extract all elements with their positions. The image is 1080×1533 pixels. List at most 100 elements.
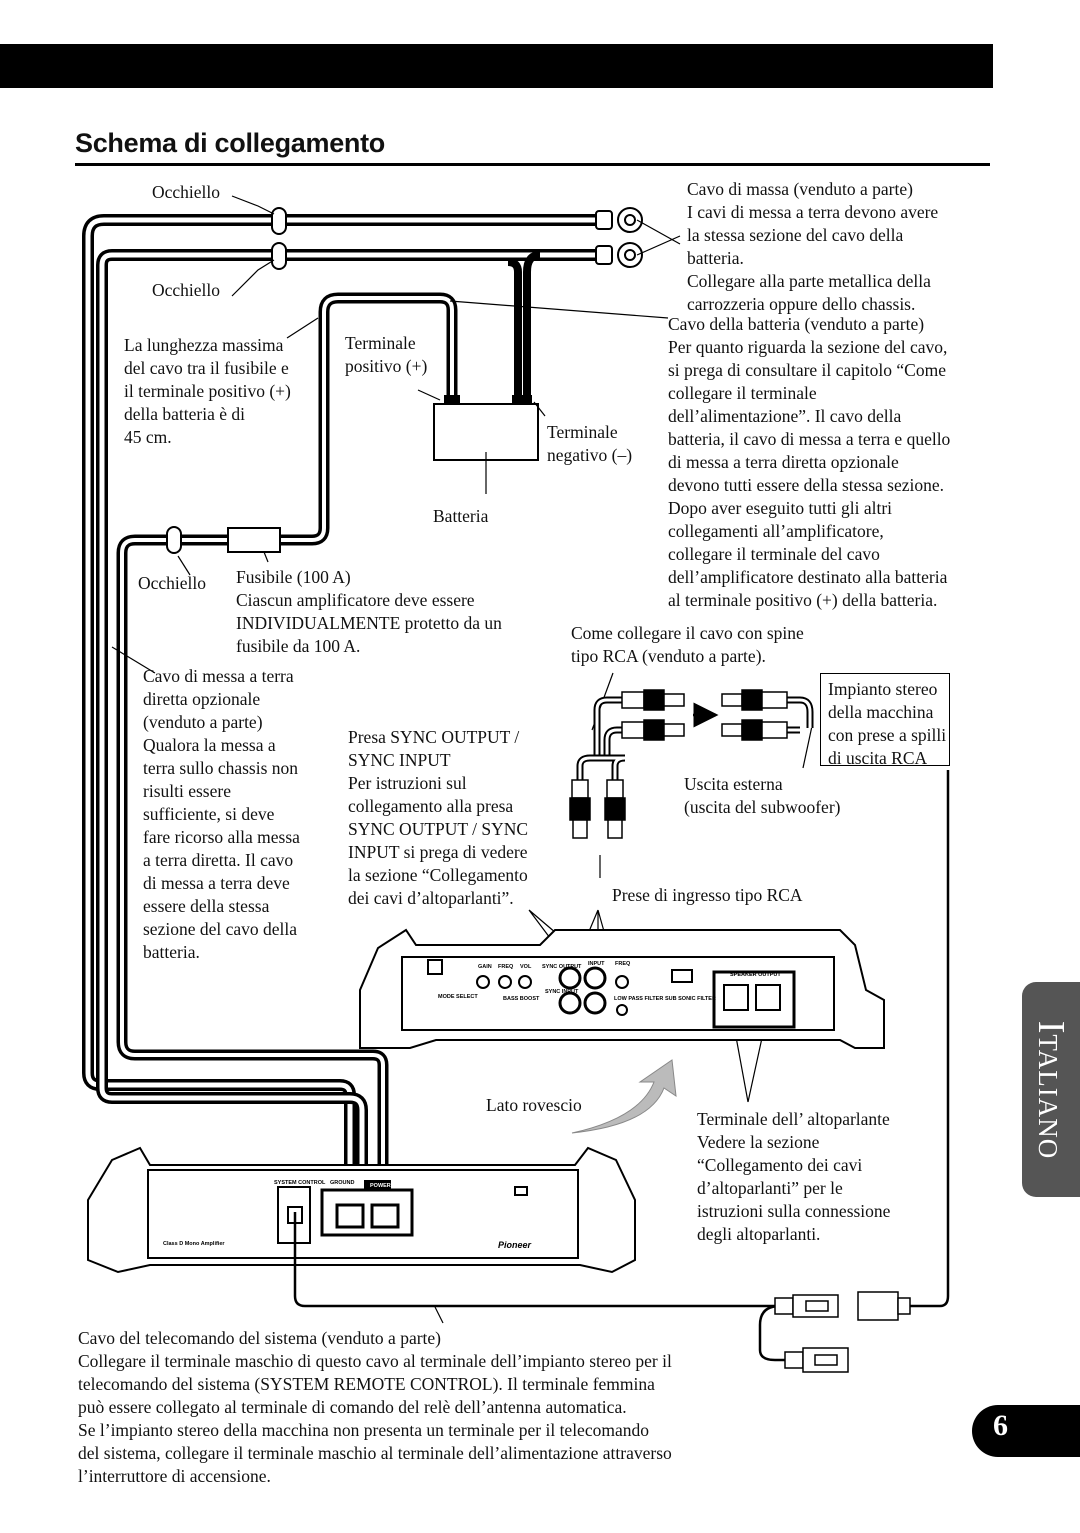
line: con prese a spilli	[828, 725, 947, 745]
line: negativo (–)	[547, 445, 633, 465]
line: il terminale positivo (+)	[124, 381, 291, 401]
page-title: Schema di collegamento	[75, 128, 385, 158]
title-rule	[75, 163, 990, 166]
line: Per istruzioni sul	[348, 773, 467, 793]
line: collegare il terminale del cavo	[668, 544, 880, 564]
line: a terra diretta. Il cavo	[143, 850, 294, 870]
line: Presa SYNC OUTPUT /	[348, 727, 520, 747]
line: INDIVIDUALMENTE protetto da un	[236, 613, 502, 633]
sub-sonic-filter-label: SUB SONIC FILTER	[665, 996, 716, 1002]
fuse	[227, 527, 281, 553]
amplifier-back	[359, 928, 885, 1049]
line: dell’alimentazione”. Il cavo della	[668, 406, 902, 426]
ring-terminal-bottom	[595, 242, 643, 268]
line: diretta opzionale	[143, 689, 261, 709]
line: sufficiente, si deve	[143, 804, 275, 824]
language-tab	[1022, 982, 1080, 1197]
label-cavo-batteria: Cavo della batteria (venduto a parte) Pe…	[668, 313, 950, 612]
grommets	[166, 207, 287, 554]
bass-boost-label: BASS BOOST	[503, 996, 540, 1002]
battery	[433, 395, 539, 461]
line: collegamento alla presa	[348, 796, 514, 816]
speaker-output-label: SPEAKER OUTPUT	[730, 972, 781, 978]
label-bottom-text: Cavo del telecomando del sistema (vendut…	[78, 1327, 672, 1488]
line: la sezione “Collegamento	[348, 865, 528, 885]
line: I cavi di messa a terra devono avere	[687, 202, 939, 222]
line: (uscita del subwoofer)	[684, 797, 841, 817]
line: istruzioni sulla connessione	[697, 1201, 891, 1221]
line: Cavo di messa a terra	[143, 666, 294, 686]
line: devono tutti essere della stessa sezione…	[668, 475, 945, 495]
line: (venduto a parte)	[143, 712, 263, 732]
amp-front-labels: SYSTEM CONTROL GROUND POWER Class D Mono…	[163, 1180, 532, 1250]
line: Collegare il terminale maschio di questo…	[78, 1351, 672, 1371]
label-terminale-negativo: Terminale negativo (–)	[547, 421, 632, 467]
line: Dopo aver eseguito tutti gli altri	[668, 498, 893, 518]
label-uscita-esterna: Uscita esterna (uscita del subwoofer)	[684, 773, 840, 819]
ground-cables	[82, 214, 604, 1221]
low-pass-filter-label: LOW PASS FILTER	[614, 996, 663, 1002]
line: Collegare alla parte metallica della	[687, 271, 931, 291]
vol-label: VOL	[520, 964, 532, 970]
label-cavo-diretta: Cavo di messa a terra diretta opzionale …	[143, 665, 300, 964]
line: essere della stessa	[143, 896, 270, 916]
line: Terminale	[547, 422, 618, 442]
line: di messa a terra diretta opzionale	[668, 452, 899, 472]
line: di uscita RCA	[828, 748, 928, 768]
line: “Collegamento dei cavi	[697, 1155, 863, 1175]
line: sezione del cavo della	[143, 919, 298, 939]
line: SYNC INPUT	[348, 750, 451, 770]
line: batteria.	[687, 248, 744, 268]
line: di messa a terra deve	[143, 873, 290, 893]
line: collegamenti all’amplificatore,	[668, 521, 884, 541]
line: positivo (+)	[345, 356, 428, 376]
line: della macchina	[828, 702, 934, 722]
page-number: 6	[993, 1409, 1008, 1442]
system-control-label: SYSTEM CONTROL	[274, 1180, 326, 1186]
mode-select-label: MODE SELECT	[438, 994, 478, 1000]
line: dell’amplificatore destinato alla batter…	[668, 567, 948, 587]
line: risulti essere	[143, 781, 231, 801]
label-occhiello-2: Occhiello	[152, 280, 221, 300]
label-batteria: Batteria	[433, 506, 489, 526]
line: la stessa sezione del cavo della	[687, 225, 904, 245]
line: telecomando del sistema (SYSTEM REMOTE C…	[78, 1374, 655, 1394]
ring-terminal-top	[595, 207, 643, 233]
line: fusibile da 100 A.	[236, 636, 361, 656]
freq-label: FREQ	[498, 964, 514, 970]
line: La lunghezza massima	[124, 335, 284, 355]
remote-connectors	[774, 1291, 911, 1373]
label-occhiello-3: Occhiello	[138, 573, 207, 593]
label-terminale-positivo: Terminale positivo (+)	[345, 332, 427, 378]
line: collegare il terminale	[668, 383, 817, 403]
line: fare ricorso alla messa	[143, 827, 300, 847]
label-lunghezza: La lunghezza massima del cavo tra il fus…	[124, 334, 291, 449]
line: Impianto stereo	[828, 679, 938, 699]
line: Qualora la messa a	[143, 735, 276, 755]
line: Se l’impianto stereo della macchina non …	[78, 1420, 649, 1440]
line: del cavo tra il fusibile e	[124, 358, 289, 378]
line: al terminale positivo (+) della batteria…	[668, 590, 938, 610]
line: Ciascun amplificatore deve essere	[236, 590, 475, 610]
line: della batteria è di	[124, 404, 245, 424]
label-presa-sync: Presa SYNC OUTPUT / SYNC INPUT Per istru…	[348, 726, 528, 910]
amplifier-front	[87, 1146, 636, 1274]
line: del sistema, collegare il terminale masc…	[78, 1443, 672, 1463]
freq2-label: FREQ	[615, 961, 631, 967]
line: tipo RCA (venduto a parte).	[571, 646, 766, 666]
page-number-badge	[972, 1405, 1080, 1457]
line: 45 cm.	[124, 427, 172, 447]
line: l’interruttore di accensione.	[78, 1466, 271, 1486]
brand-logo: Pioneer	[498, 1240, 532, 1250]
power-cable	[116, 292, 458, 1215]
battery-negative-wires	[507, 251, 541, 398]
line: carrozzeria oppure dello chassis.	[687, 294, 916, 314]
language-tab-label: Italiano	[1030, 1020, 1072, 1160]
label-terminale-altoparlante: Terminale dell’ altoparlante Vedere la s…	[697, 1108, 890, 1246]
line: SYNC OUTPUT / SYNC	[348, 819, 529, 839]
model-label: Class D Mono Amplifier	[163, 1241, 225, 1247]
line: Vedere la sezione	[697, 1132, 820, 1152]
header-bar	[0, 44, 993, 88]
gain-label: GAIN	[478, 964, 492, 970]
line: INPUT si prega di vedere	[348, 842, 528, 862]
